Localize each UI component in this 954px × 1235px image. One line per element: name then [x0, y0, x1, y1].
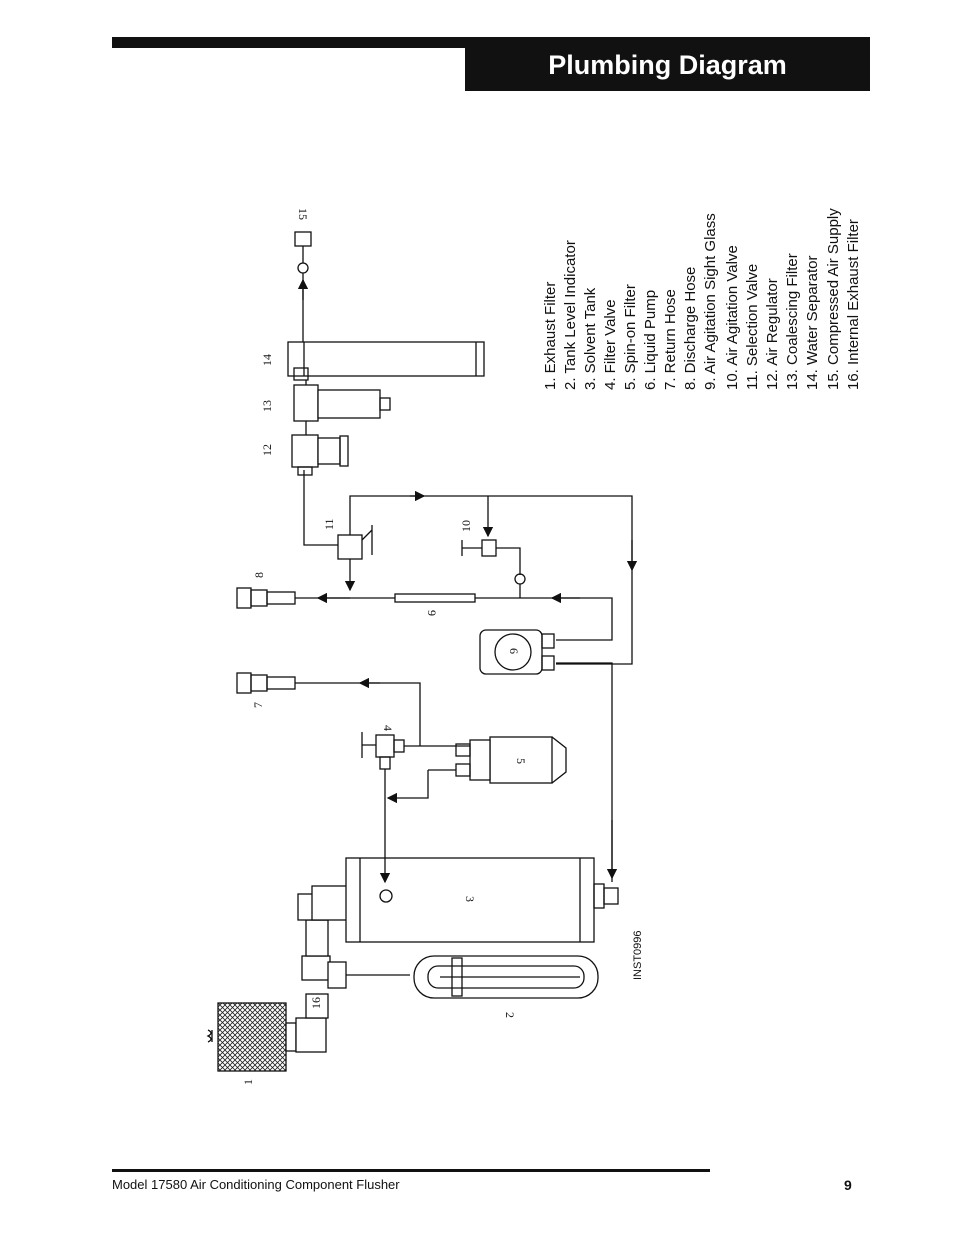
callout-10: 10 — [459, 520, 473, 532]
drawing-id: INST0996 — [632, 930, 644, 980]
air-agitation-valve — [461, 496, 526, 598]
callout-6: 6 — [507, 648, 521, 654]
callout-13: 13 — [260, 400, 274, 412]
callout-8: 8 — [252, 572, 266, 578]
legend-item: 15. Compressed Air Supply — [825, 208, 842, 390]
air-agitation-sight-glass — [350, 592, 613, 641]
legend-item: 6. Liquid Pump — [642, 290, 659, 390]
internal-exhaust-filter — [295, 885, 410, 1053]
callout-11: 11 — [322, 518, 336, 530]
spin-on-filter — [428, 736, 567, 784]
air-regulator — [291, 434, 349, 476]
legend-item: 2. Tank Level Indicator — [562, 240, 579, 390]
callout-labels: 1 2 3 4 5 6 7 8 9 10 11 12 13 14 15 16 I… — [241, 208, 644, 1085]
callout-5: 5 — [514, 758, 528, 764]
callout-3: 3 — [463, 896, 477, 902]
callout-1: 1 — [241, 1079, 255, 1085]
callout-15: 15 — [296, 208, 310, 220]
callout-9: 9 — [425, 610, 439, 616]
solvent-tank — [345, 857, 619, 943]
footer-model-name: Model 17580 Air Conditioning Component F… — [112, 1177, 400, 1192]
filter-valve — [361, 732, 470, 884]
page-number: 9 — [844, 1177, 852, 1193]
legend-item: 11. Selection Valve — [744, 264, 761, 390]
legend-item: 4. Filter Valve — [602, 299, 619, 390]
legend-item: 9. Air Agitation Sight Glass — [702, 213, 719, 390]
legend-item: 16. Internal Exhaust Filter — [845, 219, 862, 390]
page-title: Plumbing Diagram — [465, 40, 870, 91]
legend-item: 14. Water Separator — [804, 255, 821, 390]
legend-item: 1. Exhaust Filter — [542, 282, 559, 390]
callout-16: 16 — [309, 997, 323, 1009]
legend-item: 13. Coalescing Filter — [784, 253, 801, 390]
legend-item: 8. Discharge Hose — [682, 267, 699, 390]
discharge-hose — [236, 587, 350, 609]
liquid-pump — [479, 629, 618, 882]
legend: 1. Exhaust Filter 2. Tank Level Indicato… — [542, 208, 862, 390]
water-separator — [287, 341, 485, 385]
legend-item: 10. Air Agitation Valve — [724, 245, 741, 390]
tank-level-indicator — [413, 955, 599, 999]
callout-12: 12 — [260, 444, 274, 456]
selection-valve — [303, 470, 638, 665]
footer-rule — [112, 1169, 710, 1172]
callout-2: 2 — [503, 1012, 517, 1018]
legend-item: 3. Solvent Tank — [582, 287, 599, 390]
callout-7: 7 — [251, 702, 265, 708]
coalescing-filter — [293, 384, 391, 435]
callout-14: 14 — [260, 354, 274, 366]
legend-item: 5. Spin-on Filter — [622, 284, 639, 390]
compressed-air-supply — [294, 231, 312, 342]
legend-item: 7. Return Hose — [662, 289, 679, 390]
legend-item: 12. Air Regulator — [764, 278, 781, 390]
exhaust-filter — [206, 1002, 297, 1072]
return-hose — [236, 672, 421, 746]
callout-4: 4 — [381, 725, 395, 731]
